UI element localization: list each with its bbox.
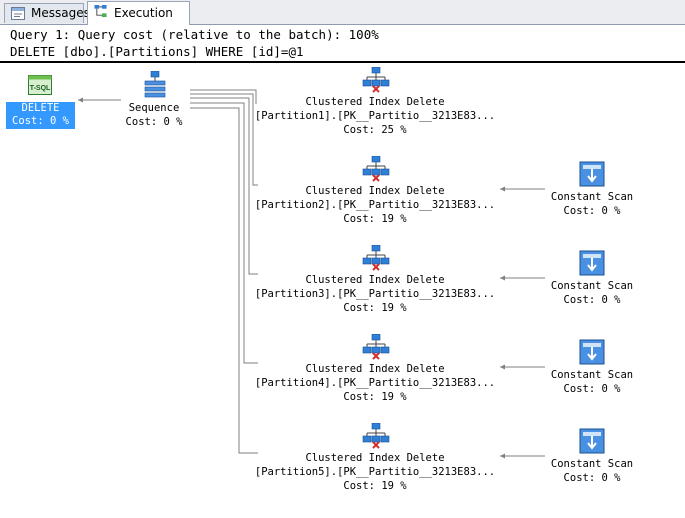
clustered-index-delete-icon (362, 67, 390, 93)
tsql-icon: T-SQL (28, 75, 52, 95)
delete-op-object: [Partition2].[PK__Partitio__3213E83... (254, 199, 496, 211)
sequence-node-cost: Cost: 0 % (125, 116, 183, 128)
clustered-index-delete-icon (362, 245, 390, 271)
delete-node-name: DELETE (6, 102, 75, 115)
delete-op-object: [Partition4].[PK__Partitio__3213E83... (254, 377, 496, 389)
delete-op-name: Clustered Index Delete (305, 274, 445, 286)
messages-icon (11, 7, 25, 20)
execution-plan-icon (94, 5, 107, 18)
delete-op-name: Clustered Index Delete (305, 96, 445, 108)
constant-scan-name: Constant Scan (550, 369, 634, 381)
tab-execution-plan[interactable]: Execution plan (87, 1, 190, 42)
query-header: Query 1: Query cost (relative to the bat… (0, 25, 685, 61)
svg-text:T-SQL: T-SQL (30, 85, 51, 92)
delete-op-cost: Cost: 19 % (343, 480, 407, 492)
sequence-node-name: Sequence (128, 102, 180, 114)
tab-messages[interactable]: Messages (4, 3, 90, 23)
delete-op-name: Clustered Index Delete (305, 185, 445, 197)
delete-op-name: Clustered Index Delete (305, 363, 445, 375)
delete-op-cost: Cost: 19 % (343, 213, 407, 225)
delete-op-object: [Partition1].[PK__Partitio__3213E83... (254, 110, 496, 122)
constant-scan-name: Constant Scan (550, 458, 634, 470)
constant-scan-cost: Cost: 0 % (563, 205, 621, 217)
delete-op-name: Clustered Index Delete (305, 452, 445, 464)
delete-op-object: [Partition3].[PK__Partitio__3213E83... (254, 288, 496, 300)
constant-scan-icon (579, 339, 605, 365)
constant-scan-icon (579, 161, 605, 187)
delete-op-cost: Cost: 19 % (343, 302, 407, 314)
plan-connectors (78, 89, 545, 459)
delete-node-cost: Cost: 0 % (6, 115, 75, 129)
delete-op-cost: Cost: 19 % (343, 391, 407, 403)
delete-op-object: [Partition5].[PK__Partitio__3213E83... (254, 466, 496, 478)
constant-scan-name: Constant Scan (550, 280, 634, 292)
constant-scan-icon (579, 428, 605, 454)
tab-messages-label: Messages (31, 6, 90, 20)
query-sql-line: DELETE [dbo].[Partitions] WHERE [id]=@1 (10, 44, 304, 59)
results-tab-bar: Messages Execution plan (0, 0, 685, 42)
query-cost-line: Query 1: Query cost (relative to the bat… (10, 27, 379, 42)
execution-plan-canvas[interactable]: T-SQL DELETE Cost: 0 % Sequence Cost: 0 … (0, 63, 685, 518)
clustered-index-delete-icon (362, 423, 390, 449)
constant-scan-cost: Cost: 0 % (563, 472, 621, 484)
clustered-index-delete-icon (362, 156, 390, 182)
delete-op-cost: Cost: 25 % (343, 124, 407, 136)
constant-scan-icon (579, 250, 605, 276)
constant-scan-cost: Cost: 0 % (563, 383, 621, 395)
header-divider (0, 61, 685, 63)
constant-scan-cost: Cost: 0 % (563, 294, 621, 306)
sequence-icon (144, 71, 166, 98)
constant-scan-name: Constant Scan (550, 191, 634, 203)
clustered-index-delete-icon (362, 334, 390, 360)
